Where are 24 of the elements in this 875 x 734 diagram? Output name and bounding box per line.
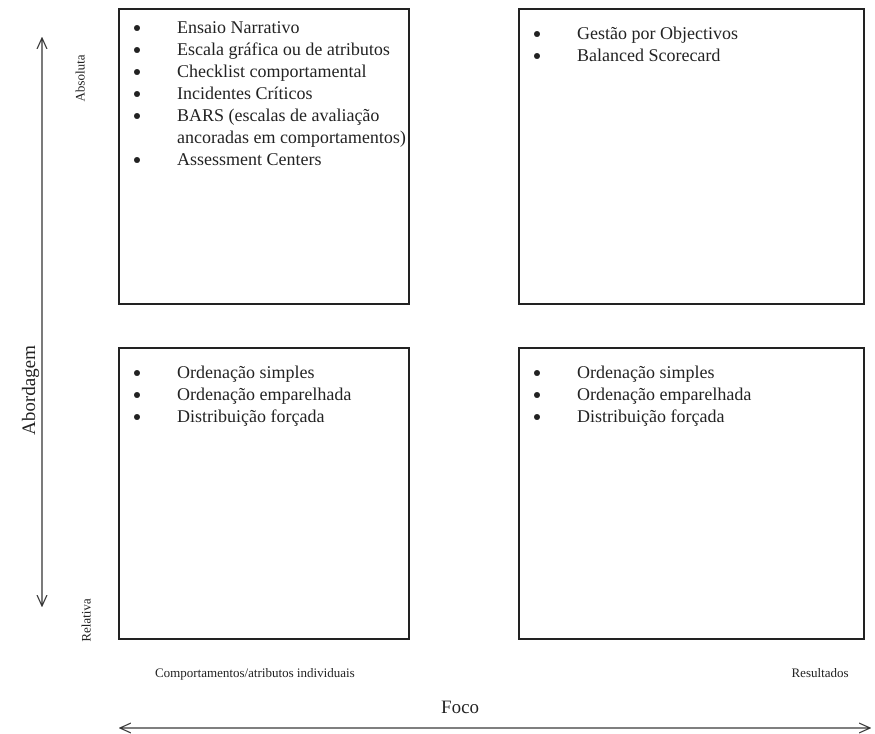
list-item: Ordenação simples — [577, 361, 716, 383]
list-item: Ordenação emparelhada — [177, 383, 352, 405]
list-item: Distribuição forçada — [177, 405, 326, 427]
list-item: Ordenação emparelhada — [577, 383, 752, 405]
quadrant-box — [118, 8, 410, 305]
quadrant-box — [518, 8, 865, 305]
axis-end-label: Absoluta — [72, 54, 88, 102]
axis-end-label: Comportamentos/atributos individuais — [155, 665, 355, 681]
list-item: Distribuição forçada — [577, 405, 726, 427]
axis-end-label: Resultados — [792, 665, 849, 681]
list-item: Gestão por Objectivos — [577, 22, 739, 44]
axis-title: Foco — [441, 697, 479, 719]
quadrant-box — [118, 347, 410, 640]
list-item: Ensaio Narrativo — [177, 16, 300, 38]
axis-end-label: Relativa — [78, 598, 94, 642]
list-item: Balanced Scorecard — [577, 44, 722, 66]
list-item: Incidentes Críticos — [177, 82, 314, 104]
list-item: Escala gráfica ou de atributos — [177, 38, 391, 60]
list-item: Assessment Centers — [177, 148, 322, 170]
list-item: BARS (escalas de avaliação ancoradas em comportamentos) — [177, 104, 407, 148]
list-item: Checklist comportamental — [177, 60, 368, 82]
list-item: Ordenação simples — [177, 361, 316, 383]
quadrant-box — [518, 347, 865, 640]
axis-title: Abordagem — [18, 345, 41, 435]
